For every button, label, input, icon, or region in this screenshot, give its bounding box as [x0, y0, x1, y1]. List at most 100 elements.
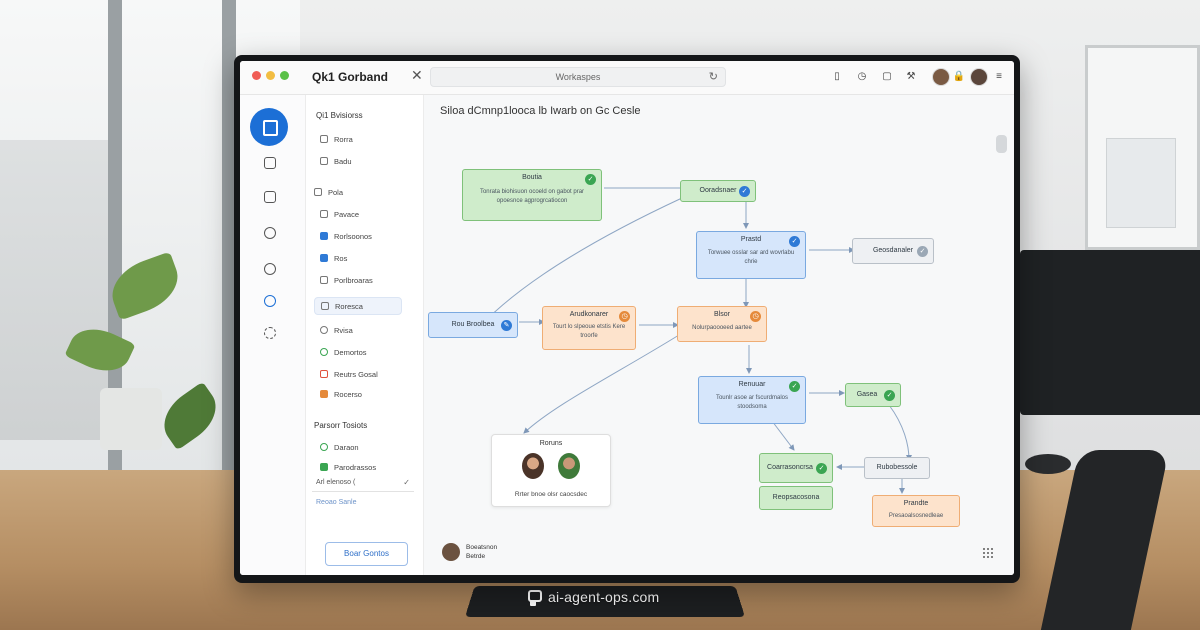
- check-circle-icon: ✓: [585, 174, 596, 185]
- background-building: [0, 140, 110, 440]
- check-circle-icon: ✓: [789, 236, 800, 247]
- scrollbar-handle[interactable]: [996, 135, 1007, 153]
- rail-item-shield[interactable]: [255, 263, 285, 295]
- left-rail: [240, 95, 306, 575]
- workflow-node[interactable]: Coarrasoncrsa ✓: [759, 453, 833, 483]
- filter-input[interactable]: Arl elenoso (✓: [312, 476, 414, 492]
- reviewer-avatar: [558, 453, 580, 479]
- connector: [523, 334, 680, 434]
- document-icon: [320, 276, 328, 284]
- sidebar-item[interactable]: Parodrassos: [320, 460, 376, 474]
- brand-watermark: ai-agent-ops.com: [526, 586, 659, 608]
- sidebar-section-header: Parsorr Tosiots: [314, 421, 368, 430]
- folder-icon: [320, 232, 328, 240]
- workflow-node[interactable]: Rou Broolbea ✎: [428, 312, 518, 338]
- whiteboard-sheet: [1106, 138, 1176, 228]
- home-icon: [264, 227, 276, 239]
- avatar: [442, 543, 460, 561]
- check-icon[interactable]: ✓: [403, 478, 410, 487]
- workflow-node[interactable]: Blsor ◷ Nolurpaoooeed aartee: [677, 306, 767, 342]
- close-window-button[interactable]: [252, 71, 261, 80]
- reviewer-avatar: [522, 453, 544, 479]
- workflow-node[interactable]: Boutia ✓ Tonrata biohisuon ocoeld on gab…: [462, 169, 602, 221]
- user-role: Betrde: [466, 553, 486, 560]
- app-title: Qk1 Gorband: [312, 70, 389, 84]
- folder-icon: [320, 135, 328, 143]
- robot-icon: [526, 588, 542, 606]
- sidebar-item[interactable]: Reutrs Gosal: [320, 367, 378, 381]
- clipboard-icon[interactable]: ▯: [834, 71, 840, 82]
- sidebar-item[interactable]: Porlbroaras: [320, 273, 373, 287]
- sidebar: Qi1 Bvisiorss Rorra Badu Pola Pavace Ror…: [306, 95, 424, 575]
- app-window: Qk1 Gorband ✕ Workaspes ↻ ▯ ◷ ▢ ⚒ 🔒 ≡: [240, 61, 1014, 575]
- sidebar-item[interactable]: Demortos: [320, 345, 367, 359]
- sidebar-link[interactable]: Reoao Sanle: [316, 499, 357, 506]
- window-frame: [222, 0, 236, 470]
- time-icon: ◷: [750, 311, 761, 322]
- rail-item-support[interactable]: [255, 295, 285, 327]
- workflow-node[interactable]: Reopsacosona: [759, 486, 833, 510]
- sidebar-item[interactable]: Rorlsoonos: [320, 229, 372, 243]
- reviewers-card[interactable]: Roruns Rrter bnoe olsr caocsdec: [491, 434, 611, 507]
- tools-icon[interactable]: ⚒: [906, 71, 916, 82]
- sidebar-item[interactable]: Pavace: [320, 207, 359, 221]
- files-icon: [264, 191, 276, 203]
- document-icon: [320, 157, 328, 165]
- reload-icon[interactable]: ↻: [708, 71, 718, 83]
- check-circle-icon: ✓: [816, 463, 827, 474]
- grid-icon[interactable]: [982, 547, 994, 559]
- brand-text: ai-agent-ops.com: [548, 589, 660, 605]
- status-icon: ✓: [739, 186, 750, 197]
- rail-item-files[interactable]: [255, 191, 285, 223]
- clock-icon[interactable]: ◷: [857, 71, 867, 82]
- workflow-node[interactable]: Geosdanaler ✓: [852, 238, 934, 264]
- workflow-node[interactable]: Prastd ✓ Torwuee osslar sar ard wovrlabu…: [696, 231, 806, 279]
- workflow-canvas[interactable]: Siloa dCmnp1looca lb Iwarb on Gc Cesle: [424, 95, 1014, 575]
- workflow-node[interactable]: Renuuar ✓ Tounlr asoe ar fscurdmalos sto…: [698, 376, 806, 424]
- dashboard-icon: [264, 157, 276, 169]
- check-circle-icon: ✓: [789, 381, 800, 392]
- sidebar-section[interactable]: Pola: [314, 185, 343, 199]
- workflow-node[interactable]: Ooradsnaer ✓: [680, 180, 756, 202]
- rail-item-home[interactable]: [255, 227, 285, 259]
- background-monitor: [1020, 250, 1200, 415]
- document-icon: [320, 210, 328, 218]
- workflow-node[interactable]: Prandte Presaoalsosnedleae: [872, 495, 960, 527]
- workflow-connectors: [471, 185, 912, 494]
- title-bar: Qk1 Gorband ✕ Workaspes ↻ ▯ ◷ ▢ ⚒ 🔒 ≡: [240, 61, 1014, 95]
- close-icon[interactable]: ✕: [411, 67, 423, 83]
- user-name: Boeatsnon: [466, 544, 498, 551]
- folder-icon: [320, 254, 328, 262]
- chart-icon: [320, 390, 328, 398]
- shield-icon: [264, 263, 276, 275]
- new-workflow-button[interactable]: Boar Gontos: [325, 542, 408, 566]
- sidebar-item[interactable]: Rorra: [320, 132, 353, 146]
- sidebar-item[interactable]: Rvisa: [320, 323, 353, 337]
- whiteboard: [1085, 45, 1200, 250]
- sidebar-item[interactable]: Rocerso: [320, 387, 362, 401]
- workflow-node[interactable]: Arudkonarer ◷ Tourt lo slpeoue etstis Ke…: [542, 306, 636, 350]
- minimize-window-button[interactable]: [266, 71, 275, 80]
- address-bar[interactable]: Workaspes ↻: [430, 67, 726, 87]
- menu-icon[interactable]: ≡: [996, 71, 1002, 82]
- document-icon: [321, 302, 329, 310]
- sidebar-item[interactable]: Ros: [320, 251, 347, 265]
- rail-item-dashboard[interactable]: [255, 157, 285, 189]
- workflow-home-button[interactable]: [250, 108, 288, 146]
- sidebar-item-selected[interactable]: Roresca: [314, 297, 402, 315]
- sidebar-item[interactable]: Badu: [320, 154, 352, 168]
- check-circle-icon: ✓: [917, 246, 928, 257]
- settings-icon: [264, 327, 276, 339]
- user-avatar[interactable]: [970, 68, 988, 86]
- maximize-window-button[interactable]: [280, 71, 289, 80]
- current-user[interactable]: Boeatsnon Betrde: [442, 543, 497, 561]
- address-text: Workaspes: [555, 72, 601, 82]
- chat-icon[interactable]: ▢: [882, 71, 892, 82]
- sidebar-item[interactable]: Daraon: [320, 440, 359, 454]
- computer-mouse: [1025, 454, 1071, 474]
- lock-icon[interactable]: 🔒: [952, 71, 966, 82]
- avatar[interactable]: [932, 68, 950, 86]
- workflow-node[interactable]: Gasea ✓: [845, 383, 901, 407]
- rail-item-settings[interactable]: [255, 327, 285, 359]
- workflow-node[interactable]: Rubobessole: [864, 457, 930, 479]
